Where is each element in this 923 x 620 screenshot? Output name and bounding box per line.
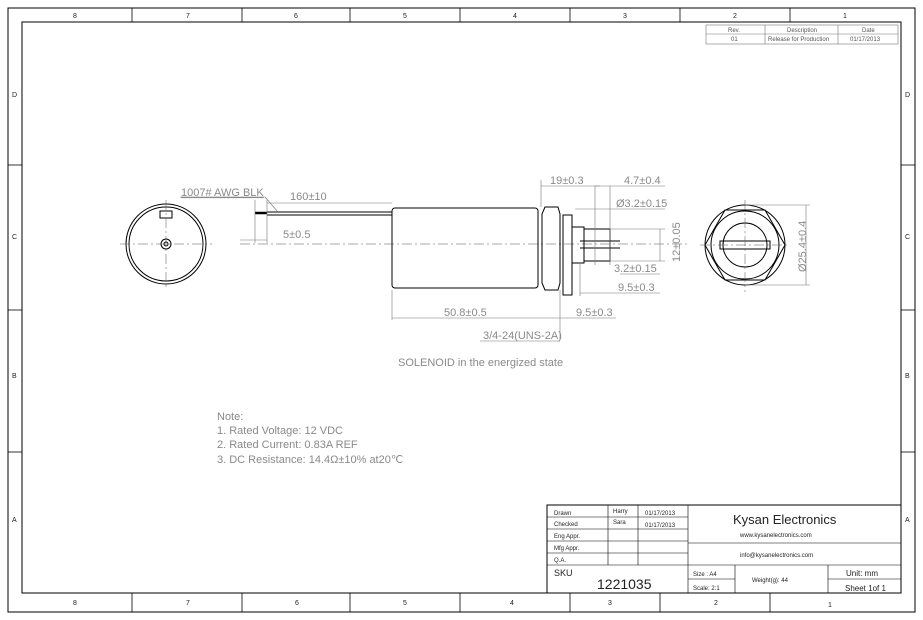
unit-value: Unit: mm <box>846 569 878 578</box>
zone-col-7-bottom: 7 <box>186 600 190 607</box>
qa-label: Q.A. <box>554 558 566 564</box>
checked-label: Checked <box>554 522 578 528</box>
rev-header: Rev. <box>728 28 740 34</box>
dim-plunger-step: 4.7±0.4 <box>624 175 661 187</box>
inner-frame <box>21 21 902 594</box>
zone-col-1: 1 <box>843 13 847 20</box>
checked-name: Sara <box>613 520 626 526</box>
scale-value: Scale: 2:1 <box>693 586 720 592</box>
drawn-date: 01/17/2013 <box>645 511 676 517</box>
sku-label: SKU <box>554 568 573 578</box>
zone-ticks <box>8 8 915 612</box>
weight-value: Weight(g): 44 <box>752 578 789 584</box>
rev-value: 01 <box>731 37 738 43</box>
drawn-name: Harry <box>613 509 628 515</box>
sheet-value: Sheet 1of 1 <box>845 584 886 593</box>
end-view-plunger-side <box>700 200 810 292</box>
notes-title: Note: <box>217 411 243 423</box>
solenoid-body <box>391 207 539 289</box>
zone-col-3-bottom: 3 <box>608 600 612 607</box>
flange <box>541 206 561 291</box>
dim-body-length: 50.8±0.5 <box>444 307 487 319</box>
nut <box>562 214 573 296</box>
description-value: Release for Production <box>768 37 829 43</box>
drawn-label: Drawn <box>554 511 571 517</box>
zone-row-b-right: B <box>905 373 910 380</box>
dim-plunger-dia: 12±0.05 <box>671 222 683 262</box>
mfg-appr-label: Mfg Appr. <box>554 546 580 552</box>
zone-row-b: B <box>12 373 17 380</box>
dim-thread: 3/4-24(UNS-2A) <box>483 330 562 342</box>
title-block: Drawn Harry 01/17/2013 Checked Sara 01/1… <box>546 504 902 594</box>
zone-row-d: D <box>12 92 17 99</box>
zone-col-2-bottom: 2 <box>714 600 718 607</box>
dimension-labels: 1007# AWG BLK 160±10 5±0.5 19±0.3 4.7±0.… <box>181 175 809 369</box>
zone-col-4-bottom: 4 <box>510 600 514 607</box>
notes: Note: 1. Rated Voltage: 12 VDC 2. Rated … <box>217 411 403 466</box>
dim-plunger-length: 9.5±0.3 <box>618 282 655 294</box>
note-3: 3. DC Resistance: 14.4Ω±10% at20℃ <box>217 454 403 466</box>
zone-labels: 8 7 6 5 4 3 2 1 8 7 6 5 4 3 2 1 D C B A … <box>12 13 910 609</box>
revision-table: Rev. Description Date 01 Release for Pro… <box>705 24 899 45</box>
zone-col-6: 6 <box>294 13 298 20</box>
dim-wire-length: 160±10 <box>290 191 327 203</box>
dim-hole-dia: Ø3.2±0.15 <box>616 198 667 210</box>
company-name: Kysan Electronics <box>733 512 837 527</box>
zone-col-3: 3 <box>623 13 627 20</box>
dim-slot-width: 3.2±0.15 <box>614 263 657 275</box>
dim-body-dia: Ø25.4±0.4 <box>797 221 809 272</box>
side-view <box>180 180 690 342</box>
zone-row-a: A <box>12 517 17 524</box>
zone-row-c-right: C <box>905 234 910 241</box>
zone-col-1-bottom: 1 <box>828 602 832 609</box>
plunger <box>583 228 611 262</box>
note-2: 2. Rated Current: 0.83A REF <box>217 439 358 451</box>
date-header: Date <box>862 28 875 34</box>
dim-thread-length: 9.5±0.3 <box>576 307 613 319</box>
description-header: Description <box>787 28 817 34</box>
zone-col-6-bottom: 6 <box>295 600 299 607</box>
zone-col-5-bottom: 5 <box>403 600 407 607</box>
zone-row-c: C <box>12 234 17 241</box>
zone-col-4: 4 <box>513 13 517 20</box>
sku-value: 1221035 <box>597 576 652 592</box>
zone-col-5: 5 <box>403 13 407 20</box>
company-email: info@kysanelectronics.com <box>740 553 813 559</box>
company-website: www.kysanelectronics.com <box>739 533 812 539</box>
note-1: 1. Rated Voltage: 12 VDC <box>217 425 343 437</box>
zone-col-8: 8 <box>73 13 77 20</box>
zone-col-8-bottom: 8 <box>73 600 77 607</box>
eng-appr-label: Eng Appr. <box>554 534 580 540</box>
wire-label: 1007# AWG BLK <box>181 187 264 199</box>
zone-row-a-right: A <box>905 517 910 524</box>
size-value: Size : A4 <box>693 572 717 578</box>
dim-flange-to-end: 19±0.3 <box>550 175 584 187</box>
dim-strip-length: 5±0.5 <box>283 229 310 241</box>
end-view-wire-side <box>120 200 212 290</box>
zone-row-d-right: D <box>905 92 910 99</box>
drawing-caption: SOLENOID in the energized state <box>398 357 563 369</box>
checked-date: 01/17/2013 <box>645 523 676 529</box>
zone-col-2: 2 <box>733 13 737 20</box>
date-value: 01/17/2013 <box>850 37 881 43</box>
zone-col-7: 7 <box>186 13 190 20</box>
